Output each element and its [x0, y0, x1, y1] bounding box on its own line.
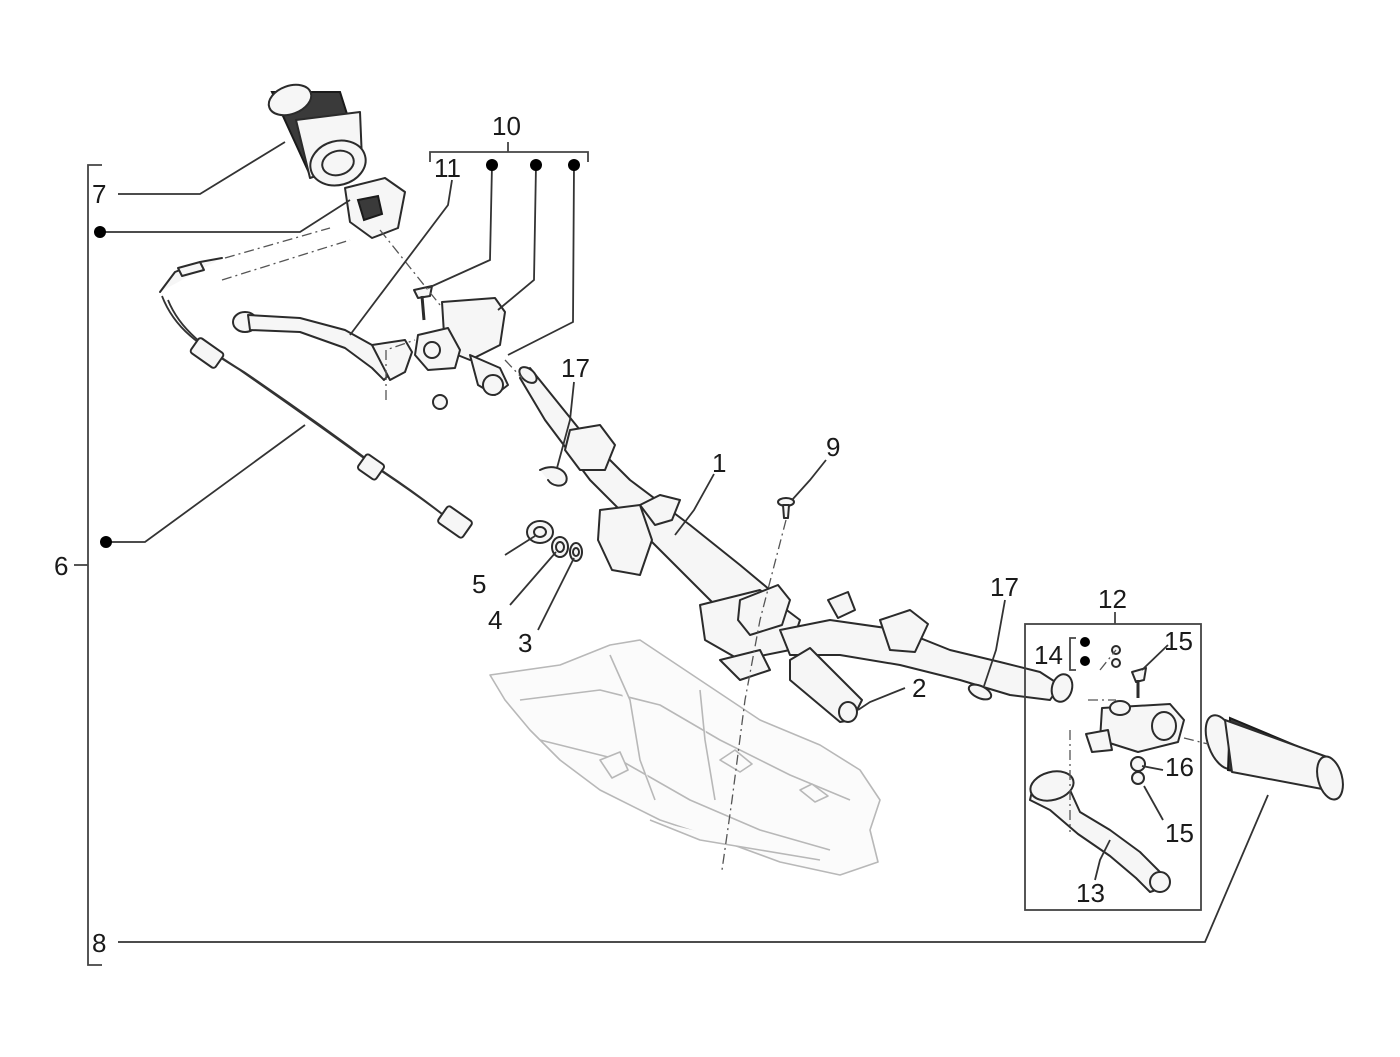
callout-4: 4	[488, 605, 502, 635]
left-switch-housing	[344, 177, 406, 239]
callout-7: 7	[92, 179, 106, 209]
callout-labels: 1 2 3 4 5 6 7 8 9 10 11 12 13 14 15 15 1…	[54, 111, 1194, 958]
callout-17-right: 17	[990, 572, 1019, 602]
clip-17-right	[967, 683, 993, 701]
brake-cable-left	[159, 257, 473, 539]
right-lever-assembly	[1029, 645, 1185, 893]
callout-11: 11	[434, 153, 461, 183]
callout-8: 8	[92, 928, 106, 958]
bolt-9	[777, 497, 795, 519]
callout-17-left: 17	[561, 353, 590, 383]
callout-13: 13	[1076, 878, 1105, 908]
callout-2: 2	[912, 673, 926, 703]
callout-15-upper: 15	[1164, 626, 1193, 656]
left-grip	[267, 83, 367, 187]
right-grip	[1204, 714, 1344, 801]
leader-lines	[100, 141, 1269, 943]
callout-5: 5	[472, 569, 486, 599]
group-bracket-6-8	[74, 164, 102, 966]
callout-14: 14	[1034, 640, 1063, 670]
steering-cover-shell	[489, 639, 881, 876]
callout-1: 1	[712, 448, 726, 478]
group-box-12	[1024, 612, 1202, 911]
callout-9: 9	[826, 432, 840, 462]
callout-15-lower: 15	[1165, 818, 1194, 848]
callout-10: 10	[492, 111, 521, 141]
callout-6: 6	[54, 551, 68, 581]
clip-17-left	[539, 466, 568, 487]
callout-16: 16	[1165, 752, 1194, 782]
master-cylinder	[413, 285, 509, 410]
callout-3: 3	[518, 628, 532, 658]
left-brake-lever	[232, 311, 413, 381]
group-bracket-14	[1069, 637, 1076, 671]
callout-12: 12	[1098, 584, 1127, 614]
handlebar	[518, 366, 1074, 723]
kit-marker-dots	[94, 159, 1090, 666]
group-bracket-10	[429, 142, 589, 162]
assembly-axis-lines	[221, 227, 1209, 871]
